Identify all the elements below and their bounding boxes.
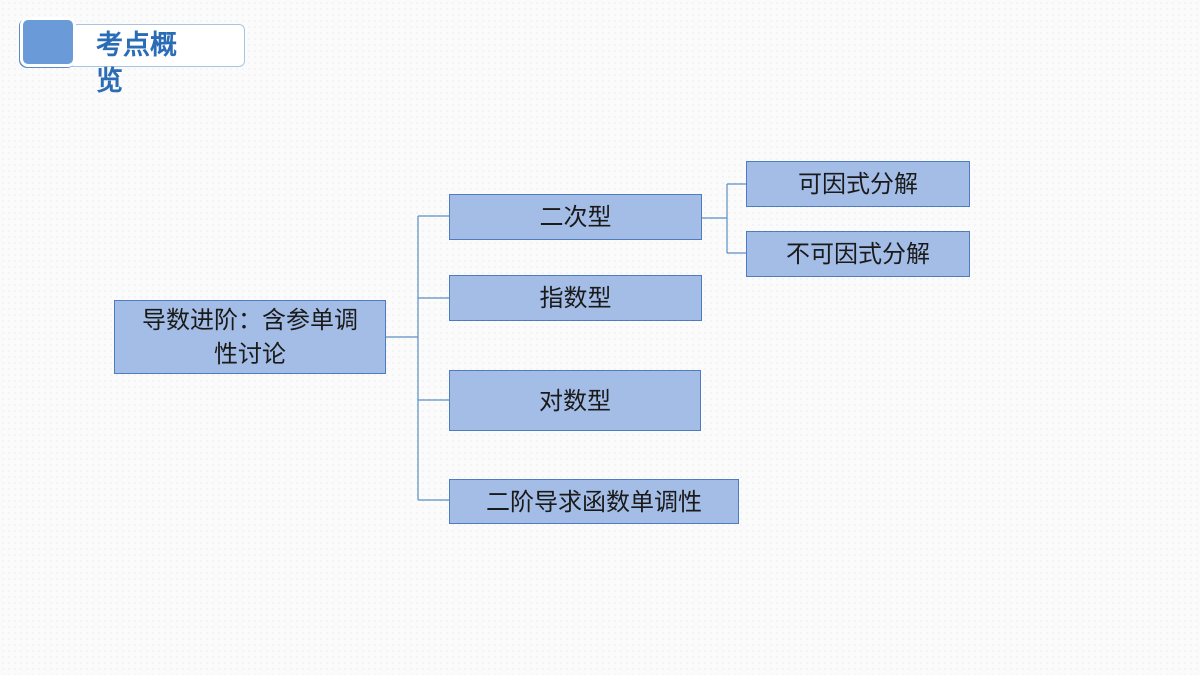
branch-node-second-derivative: 二阶导求函数单调性 bbox=[449, 479, 739, 524]
page-title: 考点概览 bbox=[96, 30, 177, 97]
header-accent-square bbox=[20, 17, 76, 67]
root-node: 导数进阶：含参单调性讨论 bbox=[114, 300, 386, 374]
branch-node-logarithmic: 对数型 bbox=[449, 370, 701, 431]
branch-node-exponential: 指数型 bbox=[449, 275, 702, 321]
leaf-node-factorable: 可因式分解 bbox=[746, 161, 970, 207]
branch-node-quadratic: 二次型 bbox=[449, 194, 702, 240]
leaf-node-non-factorable: 不可因式分解 bbox=[746, 231, 970, 277]
